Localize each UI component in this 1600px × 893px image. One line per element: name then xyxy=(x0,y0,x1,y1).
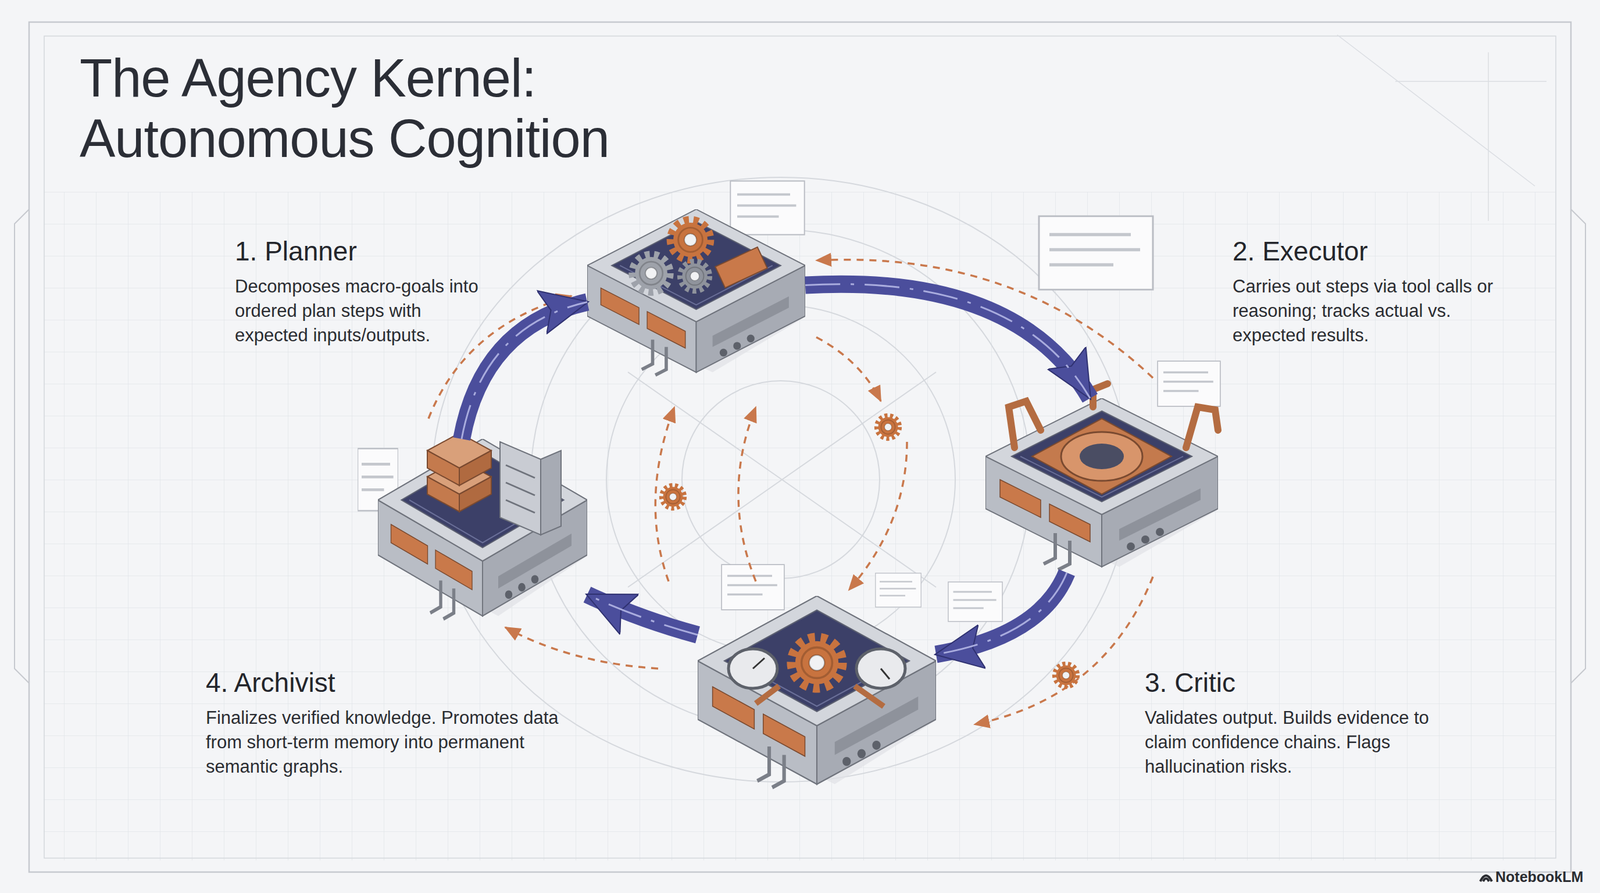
arrow-highlight xyxy=(587,594,698,635)
module-description: Decomposes macro-goals into ordered plan… xyxy=(234,274,497,348)
arrow-highlight xyxy=(461,302,588,440)
module-heading: 1. Planner xyxy=(234,234,497,268)
arrow-highlight xyxy=(805,284,1091,399)
module-description: Validates output. Builds evidence to cla… xyxy=(1144,705,1453,780)
text-block: 3. CriticValidates output. Builds eviden… xyxy=(1144,666,1453,780)
text-block: 2. ExecutorCarries out steps via tool ca… xyxy=(1232,234,1495,348)
module-node: 2. ExecutorCarries out steps via tool ca… xyxy=(985,398,1219,573)
module-description: Carries out steps via tool calls or reas… xyxy=(1232,274,1495,348)
module-heading: 3. Critic xyxy=(1144,666,1453,699)
module-node: 3. CriticValidates output. Builds eviden… xyxy=(697,595,937,791)
flow-arrow xyxy=(805,284,1091,399)
flow-arrow xyxy=(587,594,698,635)
module-heading: 4. Archivist xyxy=(205,666,567,699)
text-block: 4. ArchivistFinalizes verified knowledge… xyxy=(205,666,567,780)
flow-arrow xyxy=(936,572,1067,655)
module-node: 1. PlannerDecomposes macro-goals into or… xyxy=(587,209,806,378)
module-description: Finalizes verified knowledge. Promotes d… xyxy=(205,705,567,780)
module-heading: 2. Executor xyxy=(1232,234,1495,268)
text-block: 1. PlannerDecomposes macro-goals into or… xyxy=(234,234,497,348)
arrow-highlight xyxy=(936,572,1067,655)
watermark: NotebookLM xyxy=(1495,868,1584,886)
flow-arrow xyxy=(461,302,588,440)
module-node: 4. ArchivistFinalizes verified knowledge… xyxy=(377,438,588,623)
diagram-title: The Agency Kernel: Autonomous Cognition xyxy=(79,47,749,169)
